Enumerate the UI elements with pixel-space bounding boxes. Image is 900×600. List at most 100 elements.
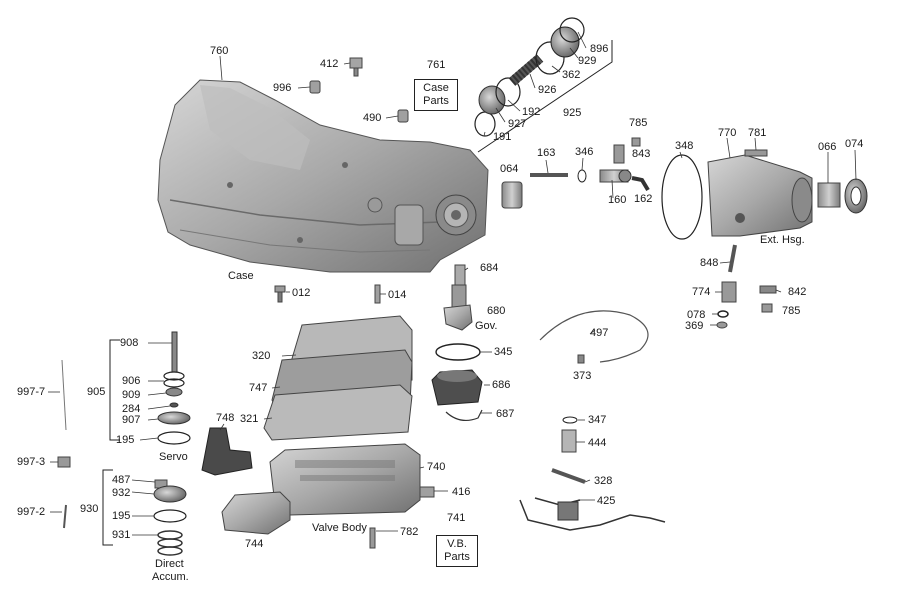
clip-997-3	[57, 456, 71, 468]
plug-996	[309, 80, 321, 94]
sensor-848	[728, 244, 737, 273]
label-078: 078	[687, 309, 706, 321]
label-487: 487	[112, 474, 131, 486]
caption-accum: Accum.	[152, 571, 189, 583]
label-932: 932	[112, 487, 131, 499]
clip-842	[759, 285, 777, 294]
label-908: 908	[120, 337, 139, 349]
label-785-top: 785	[629, 117, 648, 129]
vb-parts-line-1: V.B.	[447, 538, 467, 550]
label-347: 347	[588, 414, 607, 426]
label-997-3: 997-3	[17, 456, 46, 468]
harness-425	[519, 497, 666, 531]
label-684: 684	[480, 262, 499, 274]
bracket-328	[551, 468, 586, 484]
caption-direct: Direct	[155, 558, 184, 570]
label-191: 191	[493, 131, 512, 143]
gasket-345	[435, 343, 481, 361]
gasket-348	[661, 154, 703, 240]
case-parts-line-1: Case	[423, 82, 449, 94]
label-997-7: 997-7	[17, 386, 46, 398]
label-785-bottom: 785	[782, 305, 801, 317]
oring-078	[717, 310, 729, 318]
label-740: 740	[427, 461, 446, 473]
valve-body-740	[269, 443, 421, 516]
bolt-781	[744, 149, 768, 157]
label-074: 074	[845, 138, 864, 150]
caption-ext-hsg: Ext. Hsg.	[760, 234, 805, 246]
label-907: 907	[122, 414, 141, 426]
label-747: 747	[249, 382, 268, 394]
caption-valve-body: Valve Body	[312, 522, 367, 534]
switch-416	[419, 486, 435, 498]
label-163: 163	[537, 147, 556, 159]
label-321: 321	[240, 413, 259, 425]
label-320: 320	[252, 350, 271, 362]
spring-931	[157, 530, 183, 540]
spring-906	[163, 371, 185, 381]
label-996: 996	[273, 82, 292, 94]
piston-927	[478, 85, 506, 115]
label-195-accum: 195	[112, 510, 131, 522]
spring-926	[508, 54, 544, 86]
washer-369	[716, 321, 728, 329]
extension-housing-770	[707, 154, 813, 237]
label-425: 425	[597, 495, 616, 507]
label-782: 782	[400, 526, 419, 538]
label-842: 842	[788, 286, 807, 298]
wire-997-7	[61, 359, 67, 431]
bolt-782	[369, 527, 376, 549]
screw-785-bottom	[761, 303, 773, 313]
label-930: 930	[80, 503, 99, 515]
piston-907	[157, 411, 191, 425]
bushing-066	[817, 182, 841, 208]
pin-997-2	[63, 504, 67, 529]
label-925: 925	[563, 107, 582, 119]
caption-gov: Gov.	[475, 320, 498, 332]
pin-014	[374, 284, 381, 304]
label-687: 687	[496, 408, 515, 420]
solenoid-444	[561, 429, 577, 453]
label-066: 066	[818, 141, 837, 153]
servo-assembly-905	[157, 331, 191, 445]
plug-373	[577, 354, 585, 364]
label-997-2: 997-2	[17, 506, 46, 518]
label-686: 686	[492, 379, 511, 391]
accumulator-stack-925	[474, 17, 585, 137]
label-774: 774	[692, 286, 711, 298]
transmission-case	[157, 79, 489, 273]
label-195-servo: 195	[116, 434, 135, 446]
label-416: 416	[452, 486, 471, 498]
pin-908	[171, 331, 178, 373]
label-680: 680	[487, 305, 506, 317]
cable-497	[539, 310, 649, 363]
bushing-064	[501, 181, 523, 209]
label-348: 348	[675, 140, 694, 152]
label-162: 162	[634, 193, 653, 205]
label-444: 444	[588, 437, 607, 449]
caption-case: Case	[228, 270, 254, 282]
bracket-748	[201, 427, 253, 476]
label-929: 929	[578, 55, 597, 67]
label-744: 744	[245, 538, 264, 550]
oring-192	[495, 77, 521, 107]
speed-gear-160	[599, 169, 632, 183]
bracket-930	[102, 469, 113, 546]
label-014: 014	[388, 289, 407, 301]
label-905: 905	[87, 386, 106, 398]
ring-195-accum	[153, 509, 187, 523]
oring-346	[577, 169, 587, 183]
label-931: 931	[112, 529, 131, 541]
label-761: 761	[427, 59, 446, 71]
label-848: 848	[700, 257, 719, 269]
label-369: 369	[685, 320, 704, 332]
label-328: 328	[594, 475, 613, 487]
label-926: 926	[538, 84, 557, 96]
vb-parts-line-2: Parts	[444, 551, 470, 563]
case-parts-box: Case Parts	[414, 79, 458, 111]
direct-accumulator-930	[153, 479, 187, 556]
label-362: 362	[562, 69, 581, 81]
piston-932	[153, 485, 187, 503]
cable-162	[631, 176, 650, 192]
